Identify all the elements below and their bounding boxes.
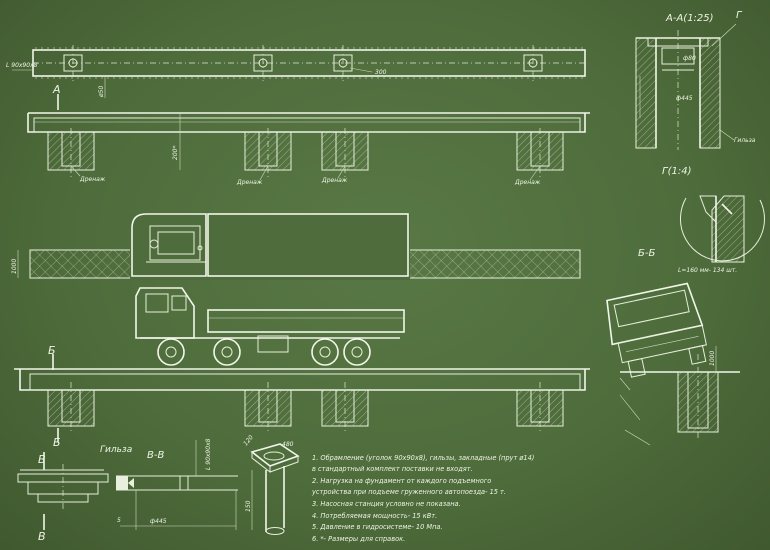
anchor-box-3 bbox=[333, 45, 353, 82]
section-vv-title: В-В bbox=[147, 450, 164, 461]
wheel-4 bbox=[343, 338, 371, 366]
drain-label-4: Дренаж bbox=[514, 179, 541, 186]
truck-elevation bbox=[135, 287, 405, 366]
dimension-300: 300 bbox=[375, 69, 387, 76]
drain-label-1: Дренаж bbox=[79, 176, 106, 183]
notes-block: 1. Обрамление (уголок 90х90х8), гильзы, … bbox=[311, 454, 534, 543]
marker-a: А bbox=[52, 83, 61, 96]
section-aa: А-А(1:25) Г ф80 ф445 Гильза bbox=[635, 10, 756, 150]
dimension-150: 150 bbox=[245, 500, 252, 512]
note-line-6: 4. Потребляемая мощность- 15 кВт. bbox=[312, 512, 437, 520]
anchor-box-1 bbox=[63, 45, 83, 82]
wheel-1 bbox=[157, 338, 185, 366]
foundation-elevation-bottom: Б Б bbox=[14, 344, 590, 449]
dimension-1000-bb: 1000 bbox=[709, 351, 716, 366]
note-line-1: 1. Обрамление (уголок 90х90х8), гильзы, … bbox=[312, 454, 534, 462]
sleeve-label-aa: Гильза bbox=[734, 137, 756, 144]
wheel-2 bbox=[213, 338, 241, 366]
dimension-90x90x8: L 90х90х8 bbox=[205, 438, 212, 470]
anchor-box-4 bbox=[523, 45, 543, 82]
note-line-3: 2. Нагрузка на фундамент от каждого подъ… bbox=[312, 477, 491, 485]
section-bb: Б-Б 1000 bbox=[606, 248, 740, 446]
plan-view: 300 L 90х90х8 ø50 bbox=[6, 45, 586, 98]
detail-g: Г(1:4) L=160 мм- 134 шт. bbox=[662, 166, 765, 274]
dimension-120: 120 bbox=[242, 434, 255, 447]
truck-cab-top bbox=[131, 213, 207, 277]
sleeve-3d: 120 480 150 bbox=[242, 434, 300, 535]
truck-box bbox=[207, 213, 409, 277]
dimension-480: 480 bbox=[282, 441, 294, 448]
truck-side-view: 1000 bbox=[11, 213, 581, 280]
marker-b-top: Б bbox=[48, 344, 56, 357]
drain-label-2: Дренаж bbox=[236, 179, 263, 186]
marker-v-bottom: В bbox=[38, 530, 46, 543]
note-line-7: 5. Давление в гидросистеме- 10 Мпа. bbox=[312, 523, 443, 531]
angle-profile-label: L 90х90х8 bbox=[6, 62, 38, 69]
truck-front bbox=[606, 282, 707, 378]
dimension-1000: 1000 bbox=[11, 259, 18, 274]
note-line-5: 3. Насосная станция условно не показана. bbox=[312, 500, 461, 508]
dimension-200: 200* bbox=[172, 146, 179, 160]
marker-b-bottom: Б bbox=[53, 436, 61, 449]
dimension-phi80: ф80 bbox=[683, 55, 696, 62]
truck-platform bbox=[207, 309, 405, 333]
detail-g-note: L=160 мм- 134 шт. bbox=[678, 267, 737, 274]
marker-v-top: В bbox=[38, 453, 46, 466]
dimension-445: ф445 bbox=[676, 95, 693, 102]
dimension-250: ø50 bbox=[98, 86, 105, 98]
sleeve-detail: В В Гильза В-В L 90х90х8 5 ф445 bbox=[17, 438, 238, 543]
detail-g-title: Г(1:4) bbox=[662, 166, 691, 177]
note-line-8: 6. *- Размеры для справок. bbox=[312, 535, 405, 543]
wheel-3 bbox=[311, 338, 339, 366]
sleeve-label-vv: Гильза bbox=[100, 445, 132, 455]
foundation-elevation-top: А Дренаж Дренаж Дренаж Дренаж 200* bbox=[27, 83, 590, 186]
dimension-445-vv: ф445 bbox=[150, 518, 167, 525]
anchor-box-2 bbox=[253, 45, 273, 82]
section-bb-title: Б-Б bbox=[638, 248, 655, 259]
note-line-4: устройства при подъеме груженного автопо… bbox=[311, 488, 506, 496]
note-line-2: в стандартный комплект поставки не входя… bbox=[312, 465, 473, 473]
section-aa-title: А-А(1:25) bbox=[665, 13, 714, 24]
drain-label-3: Дренаж bbox=[321, 177, 348, 184]
dimension-5: 5 bbox=[117, 517, 121, 524]
callout-g: Г bbox=[736, 10, 743, 21]
